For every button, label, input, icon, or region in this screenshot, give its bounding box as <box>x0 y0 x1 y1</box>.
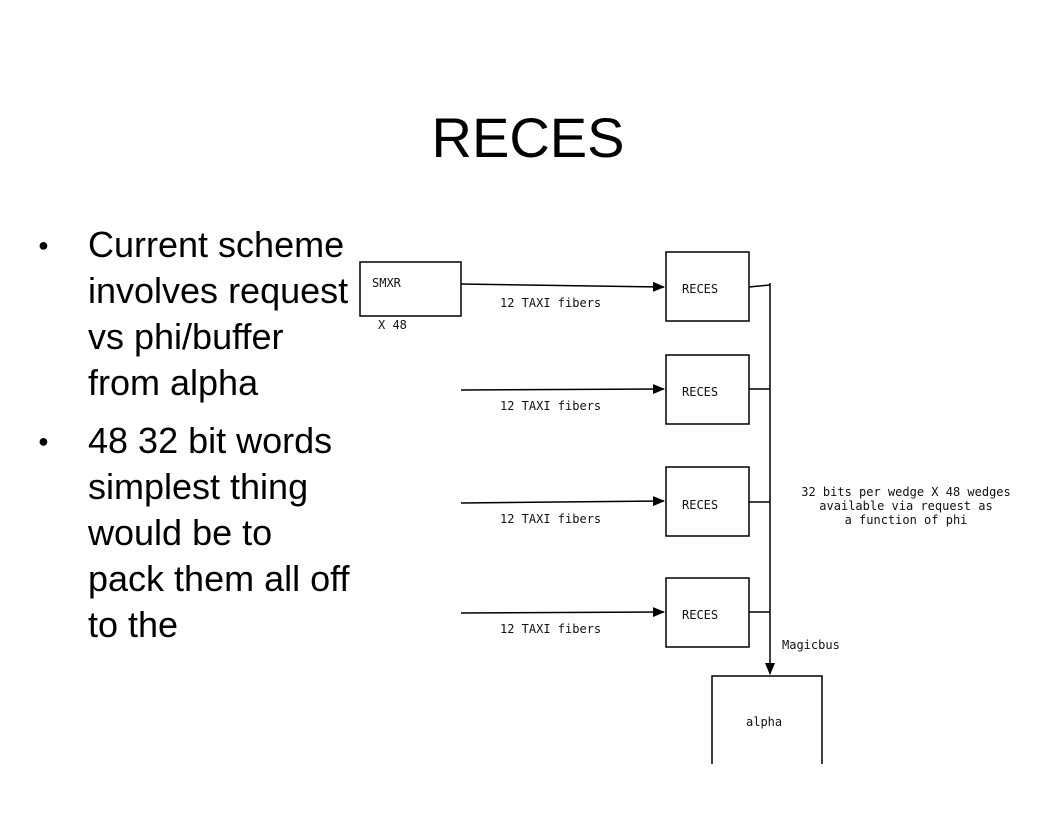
bullet-text: Current scheme involves request vs phi/b… <box>88 224 349 403</box>
reces-label-2: RECES <box>682 385 718 399</box>
alpha-box <box>711 675 823 764</box>
fiber-arrow-3 <box>460 496 665 507</box>
reces-box-2 <box>665 354 750 425</box>
reces-box-3 <box>665 466 750 537</box>
smxr-box <box>359 261 462 317</box>
magicbus-label: Magicbus <box>782 638 840 652</box>
bus-note-line-3: a function of phi <box>845 513 968 527</box>
fiber-label-3: 12 TAXI fibers <box>500 512 601 526</box>
reces-label-1: RECES <box>682 282 718 296</box>
bullet-text: 48 32 bit words simplest thing would be … <box>88 420 350 645</box>
alpha-label: alpha <box>746 715 782 729</box>
bullet-item: ● 48 32 bit words simplest thing would b… <box>38 418 358 648</box>
bus-note-line-2: available via request as <box>819 499 992 513</box>
fiber-arrow-1 <box>460 281 665 292</box>
fiber-label-4: 12 TAXI fibers <box>500 622 601 636</box>
reces-label-4: RECES <box>682 608 718 622</box>
smxr-label: SMXR <box>372 276 402 290</box>
bullet-item: ● Current scheme involves request vs phi… <box>38 222 358 406</box>
bus-note-line-1: 32 bits per wedge X 48 wedges <box>801 485 1011 499</box>
slide-title: RECES <box>431 106 625 169</box>
reces-label-3: RECES <box>682 498 718 512</box>
fiber-label-2: 12 TAXI fibers <box>500 399 601 413</box>
fiber-label-1: 12 TAXI fibers <box>500 296 601 310</box>
smxr-multiplier: X 48 <box>378 318 407 332</box>
bullet-marker: ● <box>38 431 49 451</box>
bullet-marker: ● <box>38 235 49 255</box>
bullet-list: ● Current scheme involves request vs phi… <box>38 222 358 660</box>
reces-box-4 <box>665 577 750 648</box>
reces-box-1 <box>665 251 750 322</box>
fiber-arrow-4 <box>460 607 665 618</box>
fiber-arrow-2 <box>460 384 665 395</box>
bus-stub-1 <box>748 284 771 288</box>
